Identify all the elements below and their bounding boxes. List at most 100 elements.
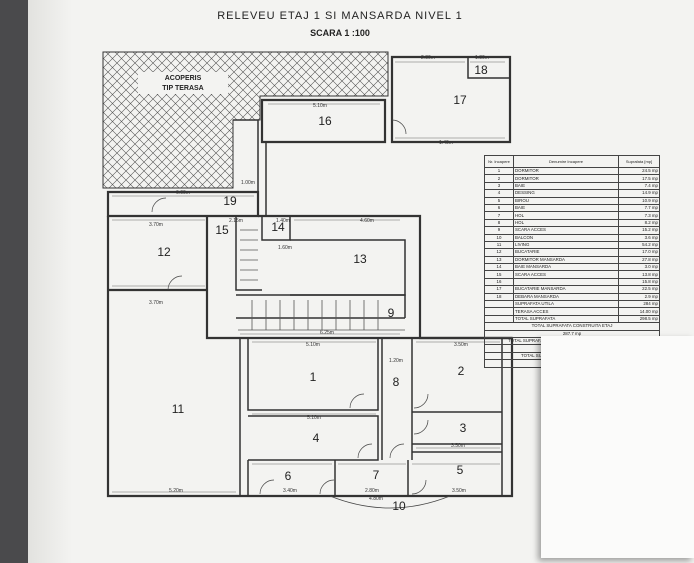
roof-label-bg: [138, 72, 228, 94]
room-number-4: 4: [313, 431, 320, 445]
room-number-10: 10: [392, 499, 406, 513]
cell-name: DORMITOR: [513, 166, 619, 176]
table-header-row: Nr. Incapere Denumire Incapere Suprafata…: [484, 155, 660, 168]
cell-name: DEBARA MANSARDA: [513, 292, 619, 302]
drawing-scale: SCARA 1 :100: [310, 28, 370, 38]
drawing-title: RELEVEU ETAJ 1 SI MANSARDA NIVEL 1: [217, 10, 463, 22]
dim-14: 1.40m: [276, 218, 290, 224]
dim-13-top: 4.60m: [360, 218, 374, 224]
table-row: TOTAL SUPRAFATA CONSTRUITA ETAJ: [484, 322, 660, 331]
room-number-17: 17: [453, 93, 467, 107]
dim-15: 2.15m: [229, 218, 243, 224]
cell-nr: 11: [484, 240, 514, 250]
dim-4-top: 5.10m: [307, 415, 321, 421]
cell-area: 54.2 mp: [618, 240, 660, 250]
cell-area: 17.0 mp: [618, 248, 660, 257]
cell-nr: 3: [484, 181, 514, 191]
room-number-14: 14: [271, 220, 285, 234]
roof-label-2: TIP TERASA: [162, 85, 204, 92]
cell-nr: 5: [484, 196, 514, 205]
cell-empty: [484, 314, 514, 324]
dimension-lines: [112, 61, 505, 493]
cell-name: BAIE: [513, 203, 619, 213]
cell-util-value: 284 mp: [618, 300, 660, 309]
cell-name: DORMITOR MANSARDA: [513, 255, 619, 265]
room-number-1: 1: [310, 370, 317, 384]
dim-13-left: 1.60m: [278, 245, 292, 251]
room-number-7: 7: [373, 468, 380, 482]
cell-area: 24.5 mp: [618, 166, 660, 176]
cell-name: BIROU: [513, 196, 619, 205]
dim-6: 3.40m: [283, 488, 297, 494]
blank-paper-note: [541, 336, 694, 558]
cell-area: 7.7 mp: [618, 203, 660, 213]
cell-name: DORMITOR: [513, 174, 619, 183]
cell-terasa-label: TERASA ACCES: [513, 307, 619, 316]
dim-19-side: 1.00m: [241, 180, 255, 186]
cell-name: LIVING: [513, 240, 619, 250]
room-number-12: 12: [157, 245, 171, 259]
cell-area: 15.8 mp: [618, 277, 660, 287]
dim-9: 6.25m: [320, 330, 334, 336]
dim-5: 3.50m: [452, 488, 466, 494]
stairs: [238, 229, 405, 331]
cell-name: BAIE: [513, 181, 619, 191]
cell-name: BUCATARIE MANSARDA: [513, 285, 619, 294]
cell-util-label: SUPRAFATA UTILA: [513, 300, 619, 309]
cell-name: HOL: [513, 218, 619, 228]
cell-area: 7.4 mp: [618, 181, 660, 191]
dim-11: 5.20m: [169, 488, 183, 494]
cell-area: 2.9 mp: [618, 292, 660, 302]
cell-empty: [484, 300, 514, 309]
room-number-3: 3: [460, 421, 467, 435]
dim-19-top: 6.00m: [176, 190, 190, 196]
cell-nr: 9: [484, 226, 514, 235]
room-number-16: 16: [318, 114, 332, 128]
cell-area: 15.2 mp: [618, 226, 660, 235]
cell-nr: 17: [484, 285, 514, 294]
room-number-8: 8: [393, 375, 400, 389]
room-number-11: 11: [172, 402, 185, 416]
cell-area: 13.8 mp: [618, 270, 660, 279]
cell-area: 7.3 mp: [618, 211, 660, 220]
cell-constr-etaj-label: TOTAL SUPRAFATA CONSTRUITA ETAJ: [484, 322, 660, 331]
cell-area: 14.9 mp: [618, 189, 660, 198]
room-number-19: 19: [223, 194, 237, 208]
cell-name: BALCON: [513, 233, 619, 242]
room-number-5: 5: [457, 463, 464, 477]
cell-nr: 1: [484, 166, 514, 176]
cell-nr: 16: [484, 277, 514, 287]
cell-nr: 4: [484, 189, 514, 198]
room-number-9: 9: [388, 306, 395, 320]
roof-label-1: ACOPERIS: [165, 75, 202, 82]
cell-nr: 2: [484, 174, 514, 183]
dim-12-top: 3.70m: [149, 222, 163, 228]
dim-1-top: 5.10m: [306, 342, 320, 348]
room-number-13: 13: [353, 252, 367, 266]
door-swings: [151, 119, 451, 509]
dim-16: 5.10m: [313, 103, 327, 109]
cell-nr: 7: [484, 211, 514, 220]
dim-10: 4.80m: [369, 496, 383, 502]
cell-name: DESSING: [513, 189, 619, 198]
cell-name: BUCATARIE: [513, 248, 619, 257]
cell-name: SCARA ACCES: [513, 226, 619, 235]
cell-name: BAIE MANSARDA: [513, 263, 619, 272]
cell-nr: 18: [484, 292, 514, 302]
cell-nr: 12: [484, 248, 514, 257]
